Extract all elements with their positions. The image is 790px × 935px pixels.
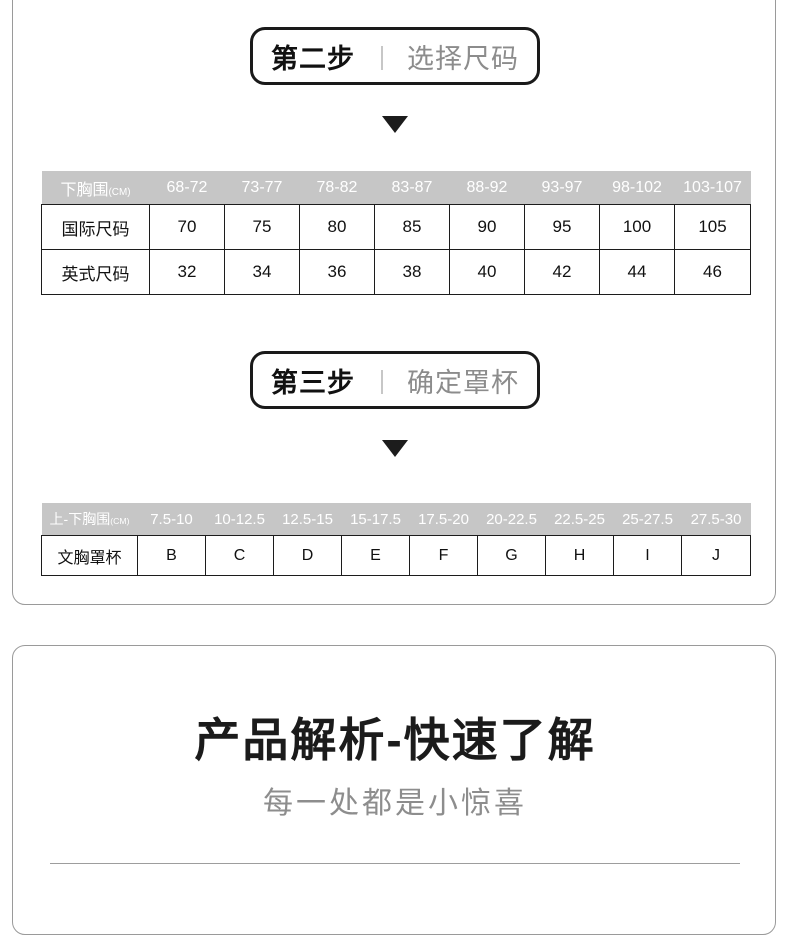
cup-header-cell: 27.5-30 (681, 503, 751, 536)
cup-header-cell: 10-12.5 (205, 503, 274, 536)
row-label: 文胸罩杯 (41, 535, 138, 576)
table-cell: 38 (374, 249, 450, 295)
table-cell: D (273, 535, 342, 576)
table-cell: 80 (299, 204, 375, 250)
table-cell: B (137, 535, 206, 576)
table-cell: 90 (449, 204, 525, 250)
row-label: 国际尺码 (41, 204, 150, 250)
table-cell: 85 (374, 204, 450, 250)
page-subtitle: 每一处都是小惊喜 (263, 787, 527, 820)
table-cell: 36 (299, 249, 375, 295)
table-row: 国际尺码 70 75 80 85 90 95 100 105 (41, 204, 751, 250)
step-two-strong-label: 第二步 (271, 43, 355, 74)
table-cell: 75 (224, 204, 300, 250)
table-cell: 40 (449, 249, 525, 295)
table-cell: 44 (599, 249, 675, 295)
band-header-cell: 103-107 (674, 171, 751, 205)
table-cell: I (613, 535, 682, 576)
divider (50, 863, 740, 864)
row-label: 英式尺码 (41, 249, 150, 295)
step-three-separator: ｜ (370, 369, 394, 397)
step-two-banner: 第二步 ｜ 选择尺码 (250, 27, 540, 85)
step-two-light-label: 选择尺码 (407, 43, 519, 74)
cup-header-unit: (CM) (110, 516, 130, 526)
band-header-unit: (CM) (108, 186, 131, 198)
cup-header-cell: 7.5-10 (137, 503, 206, 536)
table-cell: J (681, 535, 751, 576)
cup-header-cell: 12.5-15 (273, 503, 342, 536)
table-row: 英式尺码 32 34 36 38 40 42 44 46 (41, 249, 751, 295)
step-three-strong-label: 第三步 (271, 367, 355, 398)
table-cell: 42 (524, 249, 600, 295)
cup-header-cell: 17.5-20 (409, 503, 478, 536)
table-cell: H (545, 535, 614, 576)
band-header-cell: 78-82 (299, 171, 375, 205)
table-cell: 95 (524, 204, 600, 250)
cup-header-cell: 22.5-25 (545, 503, 614, 536)
table-row: 文胸罩杯 B C D E F G H I J (41, 535, 751, 576)
table-cell: 70 (149, 204, 225, 250)
table-header-row: 上-下胸围(CM) 7.5-10 10-12.5 12.5-15 15-17.5… (41, 503, 751, 536)
table-cell: 105 (674, 204, 751, 250)
step-three-light-label: 确定罩杯 (407, 367, 519, 398)
product-intro-card (12, 645, 776, 935)
cup-header-label: 上-下胸围(CM) (41, 503, 138, 536)
table-cell: 32 (149, 249, 225, 295)
table-cell: F (409, 535, 478, 576)
table-cell: C (205, 535, 274, 576)
step-two-separator: ｜ (370, 45, 394, 73)
triangle-down-icon-step-three (382, 440, 408, 457)
band-header-text: 下胸围 (60, 181, 109, 199)
band-header-cell: 93-97 (524, 171, 600, 205)
table-cell: 100 (599, 204, 675, 250)
cup-header-cell: 15-17.5 (341, 503, 410, 536)
band-header-cell: 98-102 (599, 171, 675, 205)
band-header-cell: 73-77 (224, 171, 300, 205)
table-cell: 34 (224, 249, 300, 295)
table-cell: G (477, 535, 546, 576)
table-cell: E (341, 535, 410, 576)
cup-header-cell: 20-22.5 (477, 503, 546, 536)
band-header-cell: 88-92 (449, 171, 525, 205)
cup-size-table: 上-下胸围(CM) 7.5-10 10-12.5 12.5-15 15-17.5… (41, 503, 751, 576)
table-cell: 46 (674, 249, 751, 295)
table-header-row: 下胸围(CM) 68-72 73-77 78-82 83-87 88-92 93… (41, 171, 751, 205)
band-header-label: 下胸围(CM) (41, 171, 150, 205)
cup-header-cell: 25-27.5 (613, 503, 682, 536)
step-three-banner: 第三步 ｜ 确定罩杯 (250, 351, 540, 409)
band-size-table: 下胸围(CM) 68-72 73-77 78-82 83-87 88-92 93… (41, 171, 751, 295)
triangle-down-icon-step-two (382, 116, 408, 133)
band-header-cell: 83-87 (374, 171, 450, 205)
band-header-cell: 68-72 (149, 171, 225, 205)
page-title: 产品解析-快速了解 (194, 714, 596, 766)
cup-header-text: 上-下胸围 (49, 511, 111, 527)
